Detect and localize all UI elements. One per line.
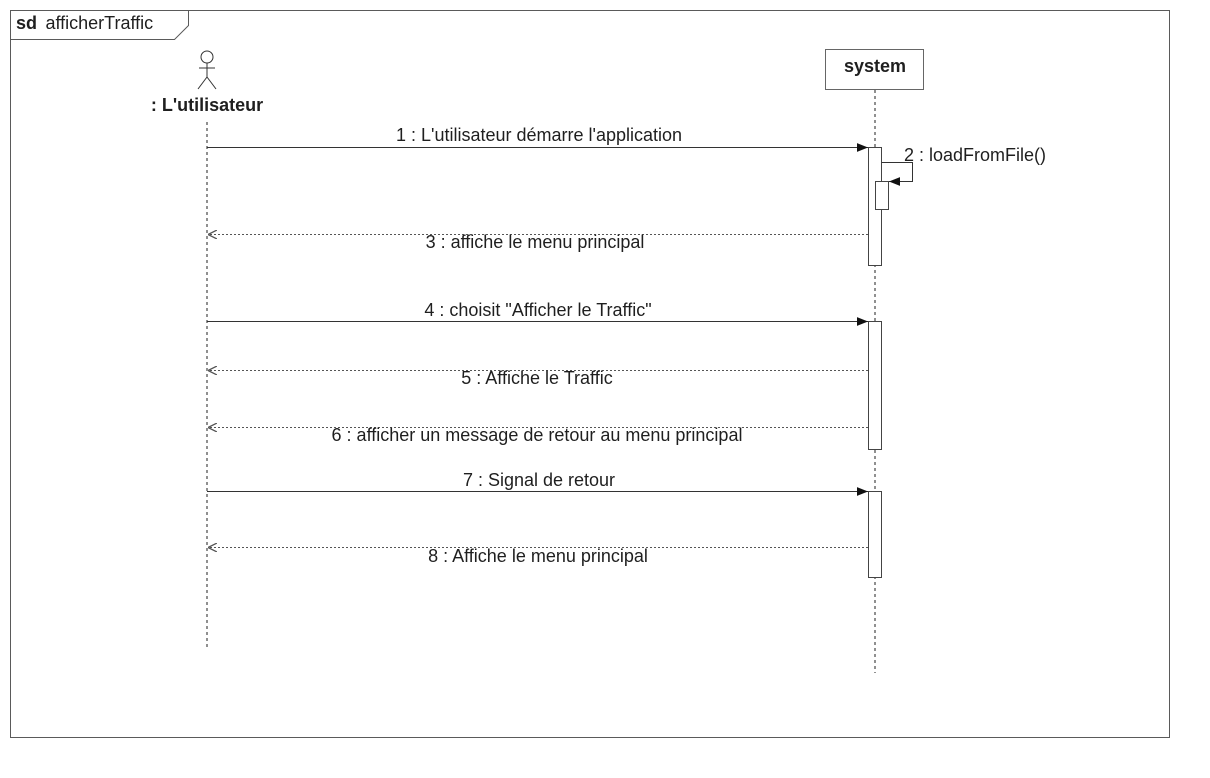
participant-name-label: system (844, 56, 906, 76)
message-3-label: 3 : affiche le menu principal (426, 232, 645, 252)
message-7-label-bg (452, 469, 626, 491)
frame-tab (10, 10, 189, 40)
message-1-label: 1 : L'utilisateur démarre l'application (396, 125, 682, 145)
message-4: 4 : choisit "Afficher le Traffic" (207, 298, 868, 326)
message-5-label: 5 : Affiche le Traffic (461, 368, 612, 388)
participant-user: : L'utilisateur (151, 50, 263, 648)
message-2: 2 : loadFromFile() (881, 145, 1046, 186)
message-3: 3 : affiche le menu principal (208, 232, 868, 252)
message-5: 5 : Affiche le Traffic (208, 368, 868, 388)
activation-bar-nested (875, 181, 889, 210)
message-7-label: 7 : Signal de retour (463, 470, 615, 490)
frame-keyword: sd (16, 13, 37, 33)
message-8: 8 : Affiche le menu principal (208, 546, 868, 566)
message-1-label-bg (380, 124, 698, 146)
participant-system: system (825, 49, 924, 673)
message-8-label: 8 : Affiche le menu principal (428, 546, 648, 566)
message-2-arrow (881, 162, 913, 186)
message-6-label: 6 : afficher un message de retour au men… (332, 425, 743, 445)
frame-title: afficherTraffic (45, 13, 153, 33)
activation-bar-2 (868, 321, 882, 450)
message-1: 1 : L'utilisateur démarre l'application (207, 124, 868, 152)
message-6: 6 : afficher un message de retour au men… (208, 425, 868, 445)
activation-bar-3 (868, 491, 882, 578)
participant-box (825, 49, 924, 90)
frame-border (10, 10, 1170, 738)
message-7: 7 : Signal de retour (207, 469, 868, 496)
frame-heading: sd afficherTraffic (16, 13, 153, 33)
actor-name-label: : L'utilisateur (151, 95, 263, 115)
message-4-label: 4 : choisit "Afficher le Traffic" (424, 300, 651, 320)
message-4-label-bg (408, 298, 668, 320)
message-2-label: 2 : loadFromFile() (904, 145, 1046, 165)
sd-frame: sd afficherTraffic (10, 10, 1170, 738)
actor-icon (197, 50, 217, 90)
